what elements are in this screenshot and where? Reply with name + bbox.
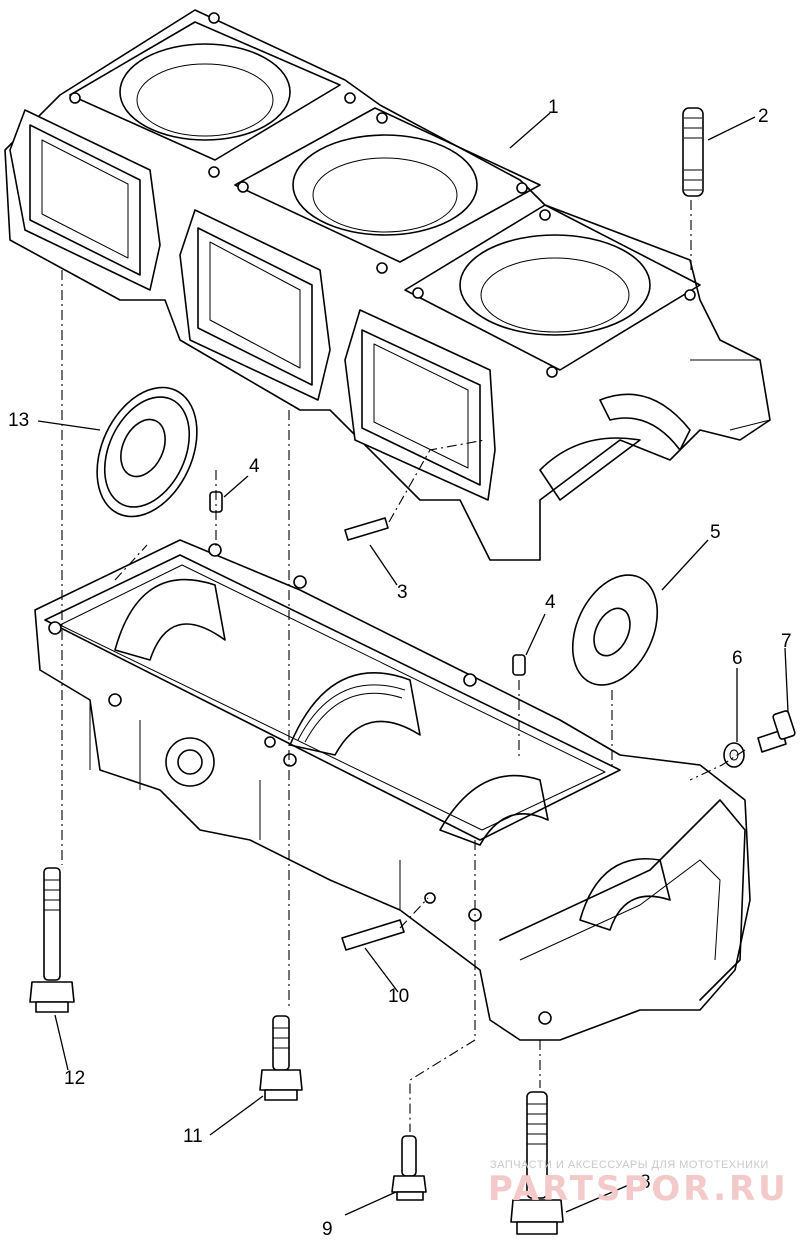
callout-labels: 1 2 3 4 4 5 6 7 8 9 10 11 12 13 bbox=[8, 97, 792, 1240]
callout-7: 7 bbox=[781, 631, 792, 652]
assembly-center-lines bbox=[61, 200, 746, 1132]
callout-10: 10 bbox=[388, 986, 409, 1007]
callout-2: 2 bbox=[758, 106, 769, 127]
pin-10 bbox=[341, 919, 405, 951]
bolt-8 bbox=[510, 1091, 564, 1235]
callout-6: 6 bbox=[732, 648, 743, 669]
watermark-brand: PARTSPOR.RU bbox=[488, 1169, 789, 1209]
bolt-9 bbox=[391, 1135, 427, 1201]
stud-2 bbox=[682, 107, 704, 197]
callout-1: 1 bbox=[548, 97, 559, 118]
callout-3: 3 bbox=[397, 582, 408, 603]
bolt-7 bbox=[757, 710, 796, 753]
seal-13 bbox=[96, 386, 198, 518]
lower-crankcase bbox=[34, 539, 751, 1041]
callout-5: 5 bbox=[710, 522, 721, 543]
callout-13: 13 bbox=[8, 410, 29, 431]
callout-4-lower: 4 bbox=[545, 592, 556, 613]
washer-6 bbox=[723, 742, 745, 768]
callout-9: 9 bbox=[322, 1219, 333, 1240]
callout-leaders bbox=[37, 112, 789, 1216]
dowel-pin-4-right bbox=[512, 654, 526, 676]
seal-5 bbox=[571, 574, 659, 686]
bolt-12 bbox=[29, 867, 75, 1013]
upper-crankcase bbox=[4, 9, 771, 561]
bolt-11 bbox=[259, 1015, 303, 1101]
watermark-tagline: ЗАПЧАСТИ И АКСЕССУАРЫ ДЛЯ МОТОТЕХНИКИ bbox=[490, 1159, 769, 1171]
callout-12: 12 bbox=[64, 1068, 85, 1089]
callout-8: 8 bbox=[640, 1172, 651, 1193]
callout-11: 11 bbox=[183, 1126, 203, 1147]
callout-4-upper: 4 bbox=[249, 456, 260, 477]
pin-3 bbox=[344, 517, 389, 541]
watermark: ЗАПЧАСТИ И АКСЕССУАРЫ ДЛЯ МОТОТЕХНИКИ PA… bbox=[488, 1159, 789, 1209]
